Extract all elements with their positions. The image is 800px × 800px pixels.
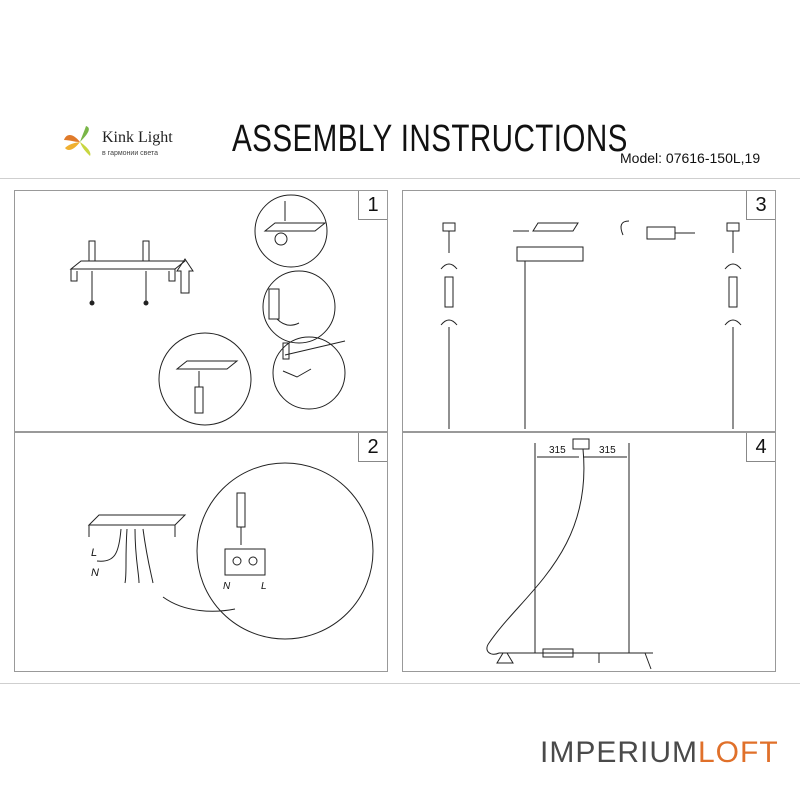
brand-logo: Kink Light в гармонии света <box>60 122 200 166</box>
step-1-panel: 1 <box>14 190 388 432</box>
step-1-illustration <box>69 194 346 426</box>
step-number: 4 <box>746 433 775 462</box>
terminal-n-label: N <box>223 581 231 592</box>
kink-light-logo-icon <box>64 126 91 156</box>
watermark-part-1: IMPERIUM <box>540 736 698 769</box>
live-wire-label: L <box>91 547 98 559</box>
brand-tagline: в гармонии света <box>102 150 159 157</box>
step-number: 3 <box>746 191 775 220</box>
brand-name: Kink Light <box>102 129 173 146</box>
step-2-panel: 2 L N N L <box>14 432 388 672</box>
step-4-panel: 4 315 315 <box>402 432 776 672</box>
step-number: 2 <box>358 433 387 462</box>
step-3-panel: 3 <box>402 190 776 432</box>
watermark: IMPERIUMLOFT <box>540 736 779 770</box>
dimension-left: 315 <box>549 445 566 456</box>
model-number: Model: 07616-150L,19 <box>620 150 761 166</box>
neutral-wire-label: N <box>91 567 99 579</box>
dimension-right: 315 <box>599 445 616 456</box>
terminal-l-label: L <box>261 581 267 592</box>
step-number: 1 <box>358 191 387 220</box>
instructions-frame <box>0 178 800 684</box>
watermark-part-2: LOFT <box>698 736 779 769</box>
step-2-illustration <box>87 462 374 640</box>
step-3-illustration <box>440 220 742 429</box>
step-4-illustration <box>486 438 653 670</box>
page-title: ASSEMBLY INSTRUCTIONS <box>232 118 628 160</box>
